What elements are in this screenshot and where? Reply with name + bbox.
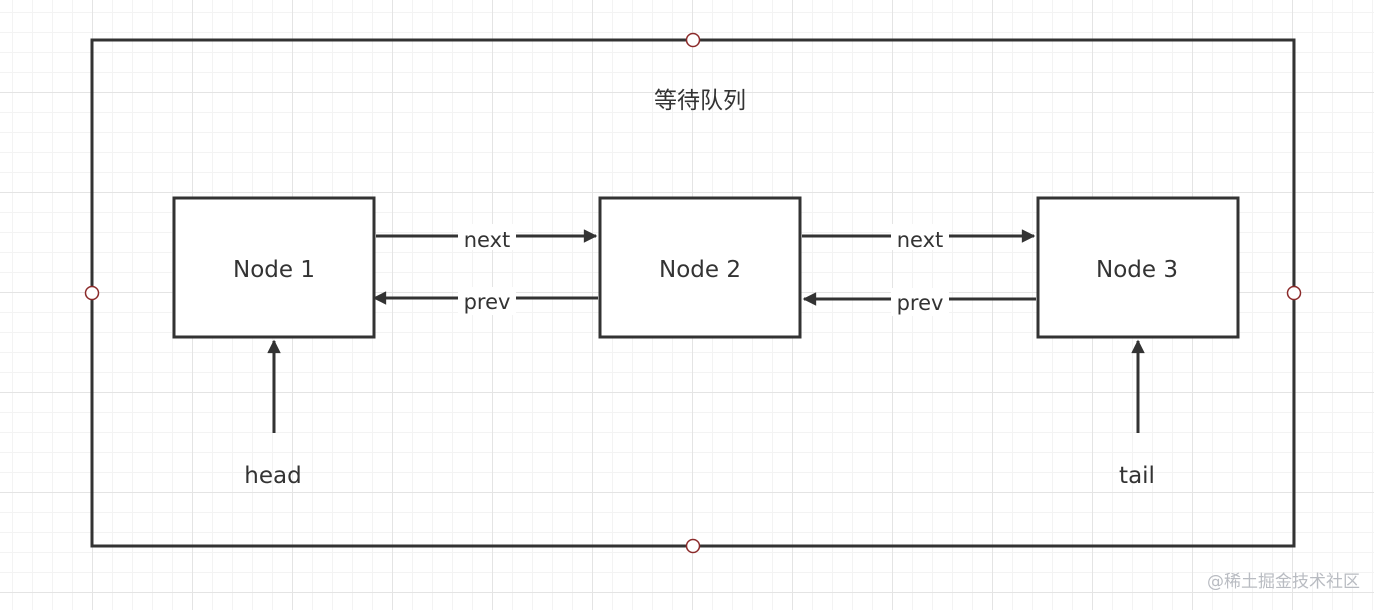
node-2-box[interactable] xyxy=(598,196,802,339)
head-label: head xyxy=(244,463,301,489)
resize-handle-bottom[interactable] xyxy=(685,538,701,554)
resize-handle-top[interactable] xyxy=(685,32,701,48)
prev-label-1: prev xyxy=(464,290,511,314)
next-label-1: next xyxy=(464,228,511,252)
tail-label: tail xyxy=(1119,463,1155,489)
prev-label-2: prev xyxy=(897,291,944,315)
watermark-text: @稀土掘金技术社区 xyxy=(1207,572,1360,592)
node-3-box[interactable] xyxy=(1036,196,1240,339)
node-3-label: Node 3 xyxy=(1096,257,1178,283)
resize-handle-left[interactable] xyxy=(84,285,100,301)
resize-handle-right[interactable] xyxy=(1286,285,1302,301)
next-label-2: next xyxy=(897,228,944,252)
diagram-title: 等待队列 xyxy=(654,88,746,114)
node-1-label: Node 1 xyxy=(233,257,315,283)
node-2-label: Node 2 xyxy=(659,257,741,283)
prev-label-bg-1 xyxy=(458,287,516,315)
next-label-bg-2 xyxy=(891,224,949,250)
next-label-bg-1 xyxy=(458,224,516,250)
node-1-box[interactable] xyxy=(172,196,376,339)
prev-label-bg-2 xyxy=(891,288,949,316)
